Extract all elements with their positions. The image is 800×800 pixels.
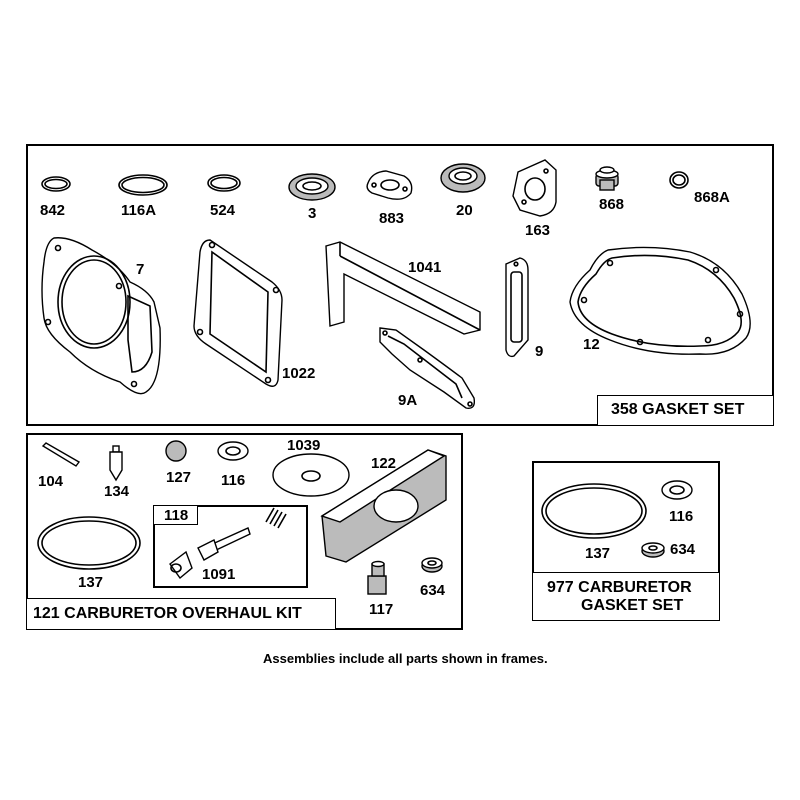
part-842-drawing: [41, 176, 71, 192]
label-116-cgs: 116: [669, 508, 694, 525]
part-20-drawing: [440, 163, 486, 193]
gasket-set-titlebox: [597, 395, 774, 426]
part-883-drawing: [366, 170, 413, 200]
part-7-drawing: [41, 237, 161, 395]
part-127-drawing: [165, 440, 187, 462]
part-634-ok-drawing: [421, 557, 443, 573]
label-634-ok: 634: [420, 582, 446, 599]
part-116a-drawing: [118, 174, 168, 196]
label-163: 163: [525, 222, 551, 239]
part-116-ok-drawing: [217, 441, 249, 461]
part-9-drawing: [505, 257, 529, 358]
part-137-ok-drawing: [37, 516, 141, 570]
subkit-118-frame: [153, 505, 308, 588]
label-9a: 9A: [398, 392, 418, 409]
label-104: 104: [38, 473, 64, 490]
label-1039: 1039: [287, 437, 321, 454]
label-9: 9: [535, 343, 544, 360]
overhaul-kit-title: 121 CARBURETOR OVERHAUL KIT: [33, 605, 302, 622]
label-868a: 868A: [694, 189, 730, 206]
overhaul-kit-titlebox: [26, 598, 336, 630]
label-1022: 1022: [282, 365, 316, 382]
part-868-drawing: [595, 166, 619, 191]
part-524-drawing: [207, 174, 241, 192]
label-634-cgs: 634: [670, 541, 696, 558]
gasket-set-title: 358 GASKET SET: [611, 401, 745, 418]
part-104-drawing: [41, 442, 81, 467]
label-842: 842: [40, 202, 66, 219]
label-117: 117: [369, 601, 394, 618]
label-118: 118: [164, 507, 189, 524]
label-3: 3: [308, 205, 317, 222]
part-122-drawing: [320, 449, 447, 563]
label-137-ok: 137: [78, 574, 104, 591]
carb-gasket-set-title-line1: 977 CARBURETOR: [547, 579, 692, 596]
label-1041: 1041: [408, 259, 442, 276]
part-1039-drawing: [272, 453, 350, 497]
label-134: 134: [104, 483, 130, 500]
label-7: 7: [136, 261, 145, 278]
label-116a: 116A: [121, 202, 157, 219]
part-137-cgs-drawing: [541, 483, 647, 539]
subkit-118-labelbox: [153, 505, 198, 525]
carb-gasket-set-titlebox: [532, 572, 720, 621]
label-868: 868: [599, 196, 625, 213]
part-1022-drawing: [193, 239, 283, 387]
part-12-drawing: [569, 246, 751, 355]
part-116-cgs-drawing: [661, 480, 693, 500]
part-1091-drawing: [169, 507, 287, 580]
label-1091: 1091: [202, 566, 236, 583]
gasket-set-frame: [26, 144, 774, 426]
label-137-cgs: 137: [585, 545, 611, 562]
footnote: Assemblies include all parts shown in fr…: [263, 651, 548, 666]
label-12: 12: [583, 336, 600, 353]
part-3-drawing: [288, 173, 336, 201]
part-1041-drawing: [325, 241, 481, 335]
label-116-ok: 116: [221, 472, 246, 489]
label-883: 883: [379, 210, 405, 227]
carb-gasket-set-title-line2: GASKET SET: [581, 597, 684, 614]
part-9a-drawing: [379, 327, 476, 409]
part-634-cgs-drawing: [641, 542, 665, 558]
part-117-drawing: [367, 560, 387, 595]
label-524: 524: [210, 202, 236, 219]
part-868a-drawing: [669, 171, 689, 189]
label-20: 20: [456, 202, 473, 219]
part-134-drawing: [109, 445, 123, 482]
label-127: 127: [166, 469, 192, 486]
label-122: 122: [371, 455, 397, 472]
part-163-drawing: [512, 159, 557, 217]
